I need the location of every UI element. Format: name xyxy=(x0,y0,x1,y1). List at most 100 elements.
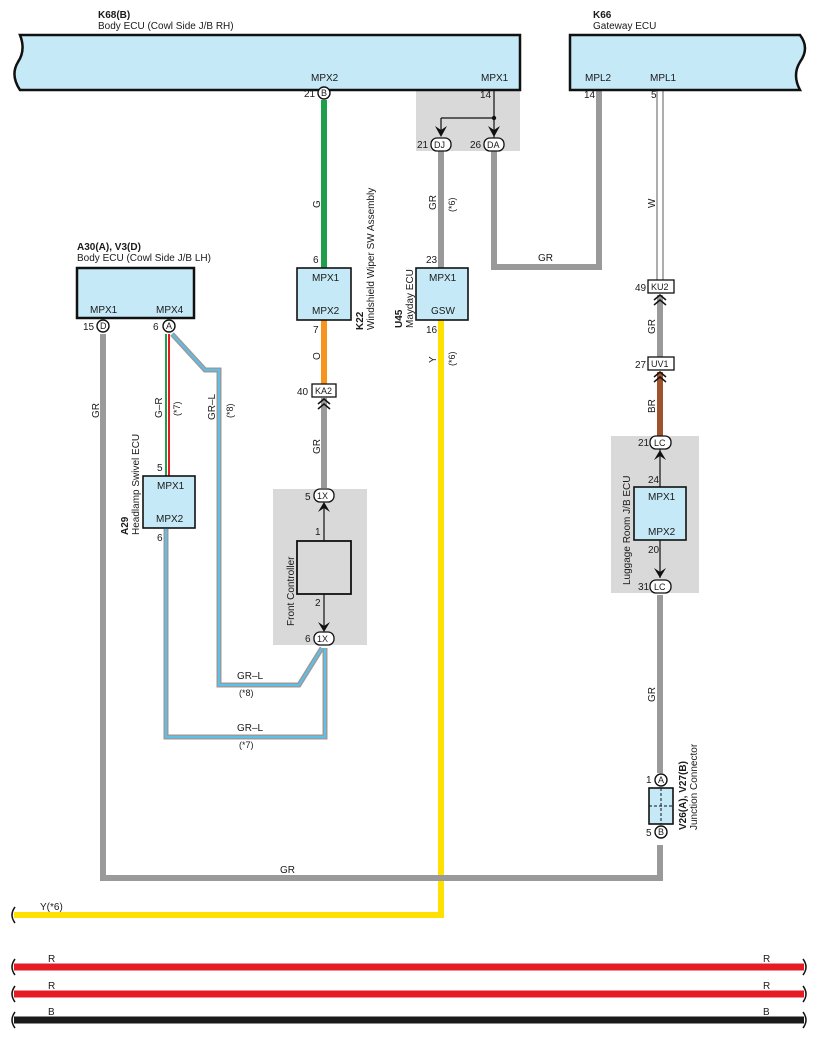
fc-pin1: 1 xyxy=(315,527,321,538)
u45-code: U45 xyxy=(394,309,405,328)
da-connector xyxy=(483,137,505,152)
u45-mayday-ecu-box xyxy=(415,267,469,321)
luggage-arrow-up xyxy=(654,450,666,460)
k66-name: Gateway ECU xyxy=(593,21,656,32)
k68-code: K68(B) xyxy=(98,10,130,21)
wire-label-gr-ku2: GR xyxy=(647,319,658,334)
k68-pin14: 14 xyxy=(480,90,492,101)
k22-mpx2-label: MPX2 xyxy=(312,306,340,317)
a30-pin-a-letter: A xyxy=(166,321,172,331)
a29-code: A29 xyxy=(120,516,131,535)
ku2-connector xyxy=(647,279,675,294)
a30-code: A30(A), V3(D) xyxy=(77,242,141,253)
luggage-arrow-down xyxy=(654,568,666,578)
fc-1x-bottom-label: 1X xyxy=(317,634,328,644)
luggage-mpx2-label: MPX2 xyxy=(648,527,676,538)
a30-pin-a xyxy=(162,319,176,333)
luggage-pin21: 21 xyxy=(638,438,650,449)
wire-label-gr-l-low: GR–L xyxy=(237,723,264,734)
uv1-label: UV1 xyxy=(651,359,669,369)
ka2-pin: 40 xyxy=(297,387,309,398)
wire-label-gr-d: GR xyxy=(91,403,102,418)
wire-label-g-r-note: (*7) xyxy=(172,401,182,416)
k68-mpx2-label: MPX2 xyxy=(311,73,339,84)
wire-y xyxy=(14,320,444,918)
k68-mpx1-label: MPX1 xyxy=(481,73,509,84)
wire-label-y-note: (*6) xyxy=(447,351,457,366)
fc-pin5: 5 xyxy=(305,492,311,503)
v26-pin1: 1 xyxy=(646,775,652,786)
v26-pin5: 5 xyxy=(646,828,652,839)
luggage-lc-bottom xyxy=(649,579,672,594)
u45-pin23: 23 xyxy=(426,255,438,266)
ku2-pin: 49 xyxy=(635,283,647,294)
k68-pin21: 21 xyxy=(304,89,316,100)
ka2-label: KA2 xyxy=(315,386,332,396)
a30-pin-d-letter: D xyxy=(100,321,107,331)
a29-mpx2-label: MPX2 xyxy=(156,514,184,525)
k22-code: K22 xyxy=(355,311,366,330)
k22-name: Windshield Wiper SW Assembly xyxy=(366,188,377,330)
uv1-pin: 27 xyxy=(635,360,647,371)
a30-name: Body ECU (Cowl Side J/B LH) xyxy=(77,253,211,264)
a30-pin6: 6 xyxy=(153,322,159,333)
u45-gsw-label: GSW xyxy=(431,306,455,317)
k66-gateway-ecu-box xyxy=(568,33,807,92)
a30-mpx4-label: MPX4 xyxy=(156,305,184,316)
wire-label-br: BR xyxy=(647,399,658,413)
a30-pin-d xyxy=(96,319,110,333)
v26-pin-a-letter: A xyxy=(658,775,664,785)
front-controller-box xyxy=(296,540,352,595)
fc-pin2: 2 xyxy=(315,598,321,609)
v26-pin-a xyxy=(654,773,668,787)
a29-headlamp-swivel-box xyxy=(142,475,196,529)
fc-arrow-down xyxy=(318,622,330,632)
fc-pin6: 6 xyxy=(305,634,311,645)
wire-gr-l-upper-blue xyxy=(171,333,323,686)
dj-arrow xyxy=(435,126,447,137)
da-arrow xyxy=(488,126,500,137)
uv1-chevron xyxy=(653,371,667,383)
ka2-chevron xyxy=(317,398,331,410)
a30-body-ecu-box xyxy=(75,266,196,320)
da-pin26: 26 xyxy=(470,140,482,151)
wire-label-gr-front: GR xyxy=(312,439,323,454)
a30-mpx1-label: MPX1 xyxy=(90,305,118,316)
wire-label-b-right: B xyxy=(763,1007,770,1018)
front-controller-name: Front Controller xyxy=(286,556,297,626)
k22-pin6: 6 xyxy=(313,255,319,266)
uv1-connector xyxy=(647,356,675,371)
fc-1x-top xyxy=(313,488,335,503)
k22-mpx1-label: MPX1 xyxy=(312,273,340,284)
wire-label-gr-l-mid-note: (*8) xyxy=(239,688,254,698)
wire-label-r1-right: R xyxy=(763,954,770,965)
da-label: DA xyxy=(487,140,500,150)
k68-body-ecu-box xyxy=(13,33,522,92)
break-marks xyxy=(11,906,807,1029)
wire-label-g-r: G–R xyxy=(154,397,165,418)
v26-pin-b-letter: B xyxy=(658,827,664,837)
u45-pin16: 16 xyxy=(426,325,438,336)
wire-gr-l-lower-blue xyxy=(165,529,326,738)
dj-label: DJ xyxy=(434,140,445,150)
ku2-chevron xyxy=(653,294,667,306)
wire-label-g: G xyxy=(312,200,323,208)
v26-name: Junction Connector xyxy=(689,743,700,830)
k66-mpl2-label: MPL2 xyxy=(585,73,612,84)
wire-gr-d xyxy=(100,334,663,881)
luggage-lc-top-label: LC xyxy=(654,438,666,448)
a29-pin5: 5 xyxy=(157,463,163,474)
v26-code: V26(A), V27(B) xyxy=(678,761,689,830)
u45-mpx1-label: MPX1 xyxy=(429,273,457,284)
luggage-name: Luggage Room J/B ECU xyxy=(622,475,633,585)
ku2-label: KU2 xyxy=(651,282,669,292)
luggage-pin31: 31 xyxy=(638,582,650,593)
a30-pin15: 15 xyxy=(83,322,95,333)
wire-label-r1-left: R xyxy=(48,954,55,965)
v26-pin-b xyxy=(654,825,668,839)
luggage-lc-bottom-label: LC xyxy=(654,582,666,592)
wire-label-gr-dj: GR xyxy=(428,195,439,210)
wire-label-y: Y xyxy=(428,356,439,363)
wire-label-gr-l-upper: GR–L xyxy=(207,393,218,420)
